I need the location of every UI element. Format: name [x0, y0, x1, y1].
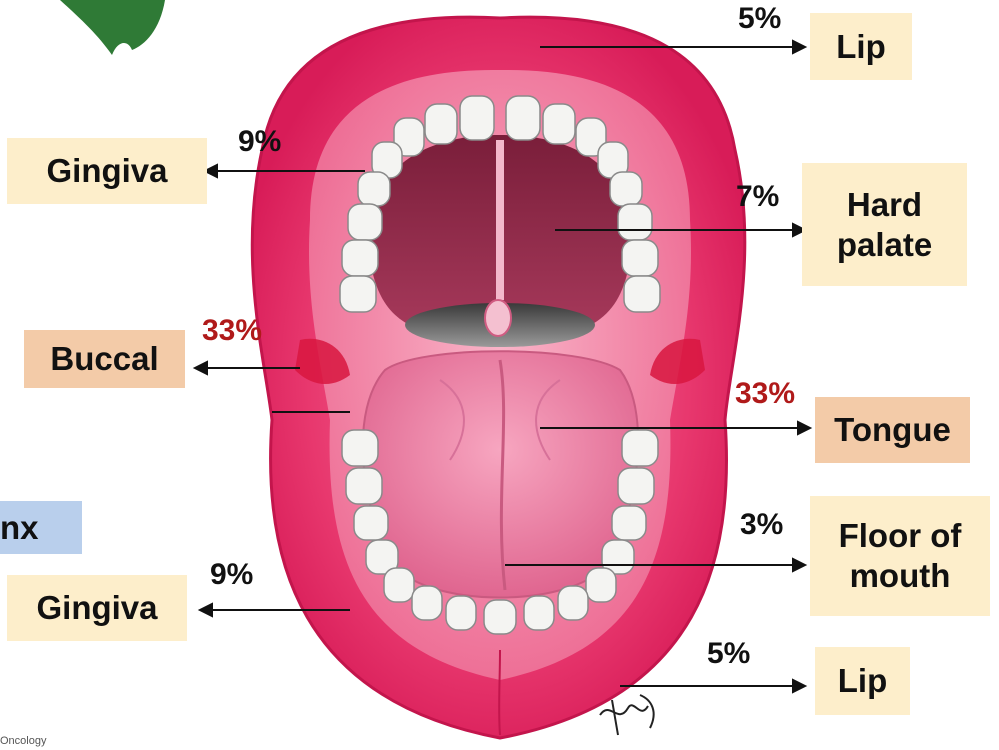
label-buccal: Buccal: [24, 330, 185, 388]
percent-floor-of-mouth: 3%: [740, 508, 783, 542]
percent-tongue: 33%: [735, 377, 795, 411]
label-pharynx-partial: nx: [0, 501, 82, 554]
mouth-illustration: [252, 17, 745, 738]
percent-gingiva-upper: 9%: [238, 125, 281, 159]
percent-lip-bottom: 5%: [707, 637, 750, 671]
label-floor-of-mouth: Floor of mouth: [810, 496, 990, 616]
green-leaf-icon: [60, 0, 165, 55]
percent-lip-top: 5%: [738, 2, 781, 36]
label-tongue: Tongue: [815, 397, 970, 463]
percent-gingiva-lower: 9%: [210, 558, 253, 592]
label-gingiva-lower: Gingiva: [7, 575, 187, 641]
label-lip-top: Lip: [810, 13, 912, 80]
label-lip-bottom: Lip: [815, 647, 910, 715]
source-credit: Oncology: [0, 735, 46, 747]
percent-hard-palate: 7%: [736, 180, 779, 214]
label-hard-palate: Hard palate: [802, 163, 967, 286]
percent-buccal: 33%: [202, 314, 262, 348]
label-gingiva-upper: Gingiva: [7, 138, 207, 204]
